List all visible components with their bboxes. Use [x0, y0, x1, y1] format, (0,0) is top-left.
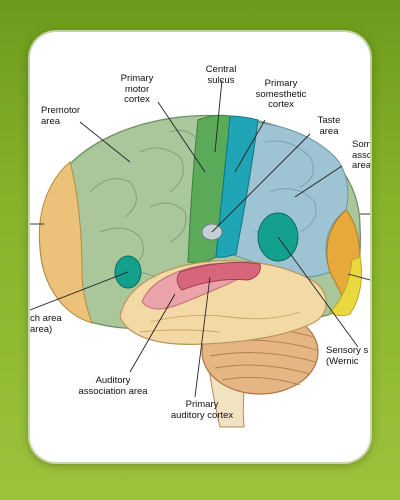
- brain-diagram: [30, 79, 370, 428]
- label-taste-area: Taste area: [317, 115, 341, 137]
- label-primary-somesthetic-cortex: Primary somesthetic cortex: [255, 78, 307, 110]
- label-central-sulcus: Central sulcus: [205, 64, 237, 86]
- label-primary-motor-cortex: Primary motor cortex: [120, 73, 154, 105]
- diagram-frame: Premotor area Primary motor cortex Centr…: [30, 32, 370, 462]
- label-sensory-speech-area: Sensory s (Wernic: [326, 345, 369, 367]
- label-somatic-association-area: Som associ area: [352, 139, 370, 171]
- visual-area: [329, 256, 362, 317]
- prefrontal-area: [38, 161, 93, 324]
- primary-auditory-cortex: [176, 261, 261, 291]
- leader-lines: [30, 79, 370, 398]
- label-primary-auditory-cortex: Primary auditory cortex: [170, 399, 234, 421]
- label-auditory-association-area: Auditory association area: [78, 375, 148, 397]
- label-broca-area: ch area area): [30, 313, 62, 335]
- primary-somesthetic-cortex: [215, 115, 259, 258]
- label-premotor-area: Premotor area: [41, 105, 81, 127]
